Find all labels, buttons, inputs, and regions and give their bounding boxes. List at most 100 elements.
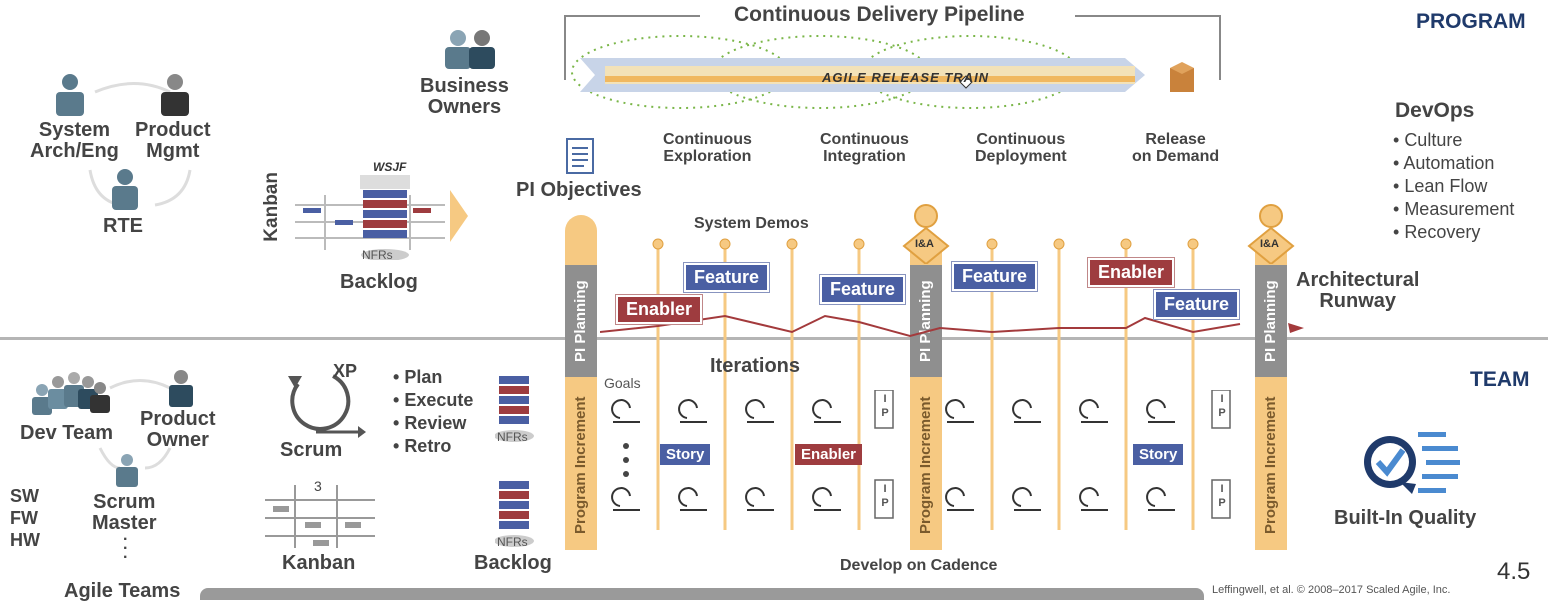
built-in-quality-label: Built-In Quality (1334, 507, 1477, 529)
iteration-icon (745, 487, 774, 511)
inspect-adapt-icon (902, 204, 950, 264)
scrum-step: • Review (393, 413, 467, 433)
team-kanban-board (265, 485, 375, 548)
enabler-chip: Enabler (1088, 258, 1175, 287)
feature-chip: Feature (952, 262, 1038, 291)
scrum-step: • Plan (393, 367, 443, 387)
architectural-runway-label: Architectural Runway (1296, 269, 1420, 312)
ia-label: I&A (1260, 238, 1279, 250)
program-kanban-board (295, 175, 445, 260)
stage-exploration: Continuous Exploration (663, 131, 752, 165)
feature-chip: Feature (1154, 290, 1240, 319)
team-kanban-label: Kanban (282, 552, 356, 574)
enabler-chip: Enabler (795, 444, 863, 465)
team-people-icon (32, 372, 110, 415)
iteration-icon (1012, 399, 1041, 423)
pi-planning-label: PI Planning (1262, 280, 1279, 362)
iteration-icon (1079, 399, 1108, 423)
ip-label: I P (881, 483, 889, 509)
pi-planning-block (910, 265, 942, 377)
devops-item: • Automation (1393, 153, 1495, 173)
iteration-icon (611, 399, 640, 423)
program-increment-label: Program Increment (572, 396, 589, 534)
team-label: TEAM (1470, 368, 1530, 391)
goals-label: Goals (604, 375, 641, 391)
pipeline-title: Continuous Delivery Pipeline (734, 3, 1025, 26)
disciplines-list: SW FW HW (10, 486, 40, 550)
iterations-label: Iterations (710, 355, 801, 377)
system-demos-label: System Demos (694, 215, 809, 232)
stage-deployment: Continuous Deployment (975, 131, 1067, 165)
person-icon (161, 74, 189, 116)
pi-planning-label: PI Planning (572, 280, 589, 362)
product-mgmt-label: Product Mgmt (135, 119, 211, 162)
team-nfrs-label: NFRs (497, 535, 528, 549)
rte-label: RTE (103, 215, 143, 237)
business-owners-label: Business Owners (420, 75, 509, 118)
team-backlog-stack (495, 481, 534, 547)
inspect-adapt-icon (1247, 204, 1295, 264)
iteration-icon (1012, 487, 1041, 511)
system-arch-label: System Arch/Eng (30, 119, 119, 162)
program-label: PROGRAM (1416, 10, 1526, 33)
continuous-delivery-pipeline (564, 15, 1221, 109)
ia-label: I&A (915, 238, 934, 250)
dev-team-label: Dev Team (20, 422, 114, 444)
ellipsis-dots: ··· (123, 531, 129, 566)
person-icon (56, 74, 84, 116)
scrum-steps-list: • Plan • Execute • Review • Retro (393, 366, 473, 458)
story-chip: Story (660, 444, 711, 465)
scrum-cycle-icon (288, 374, 366, 438)
iteration-icon (945, 487, 974, 511)
enabler-chip: Enabler (616, 295, 703, 324)
xp-label: XP (333, 361, 358, 381)
iteration-icon (745, 399, 774, 423)
iteration-icon (1146, 487, 1175, 511)
program-nfrs-label: NFRs (362, 248, 393, 262)
devops-item: • Recovery (1393, 222, 1481, 242)
devops-list: • Culture • Automation • Lean Flow • Mea… (1393, 129, 1514, 244)
scrum-step: • Retro (393, 436, 452, 456)
team-nfrs-label: NFRs (497, 430, 528, 444)
ip-iteration-box (874, 390, 894, 429)
team-backlog-label: Backlog (474, 552, 552, 574)
story-chip: Story (1133, 444, 1184, 465)
team-nfr-backlog-stack (495, 376, 534, 442)
ip-iteration-box (1211, 390, 1231, 429)
flow-arrow-icon (450, 190, 468, 242)
iteration-glyphs (611, 390, 1231, 519)
art-label: AGILE RELEASE TRAIN (822, 70, 990, 85)
iteration-icon (945, 399, 974, 423)
iteration-icon (812, 399, 841, 423)
stage-integration: Continuous Integration (820, 131, 909, 165)
ip-label: I P (881, 393, 889, 419)
devops-item: • Culture (1393, 130, 1463, 150)
program-kanban-label: Kanban (261, 172, 282, 242)
scrum-master-label: Scrum Master (92, 491, 157, 534)
iteration-icon (678, 399, 707, 423)
ip-label: I P (1218, 483, 1226, 509)
pi-planning-block (565, 265, 597, 377)
pi-objectives-label: PI Objectives (516, 179, 642, 201)
develop-on-cadence-label: Develop on Cadence (840, 557, 998, 574)
program-increment-label: Program Increment (1262, 396, 1279, 534)
wsjf-label: WSJF (373, 160, 407, 174)
pi-planning-block (1255, 265, 1287, 377)
runway-arrow-icon (1288, 323, 1304, 333)
product-owner-label: Product Owner (140, 408, 216, 451)
iteration-icon (678, 487, 707, 511)
team-roles-graphic (32, 370, 193, 487)
scrum-step: • Execute (393, 390, 474, 410)
devops-title: DevOps (1395, 99, 1475, 122)
iteration-icon (1079, 487, 1108, 511)
ip-label: I P (1218, 393, 1226, 419)
copyright-text: Leffingwell, et al. © 2008–2017 Scaled A… (1212, 584, 1451, 596)
built-in-quality-icon (1364, 432, 1460, 494)
iteration-icon (812, 487, 841, 511)
footer-banner (200, 588, 1204, 600)
devops-item: • Lean Flow (1393, 176, 1488, 196)
program-backlog-label: Backlog (340, 271, 418, 293)
person-icon (169, 370, 193, 407)
iteration-icon (1146, 399, 1175, 423)
architectural-runway-line (600, 314, 1241, 338)
